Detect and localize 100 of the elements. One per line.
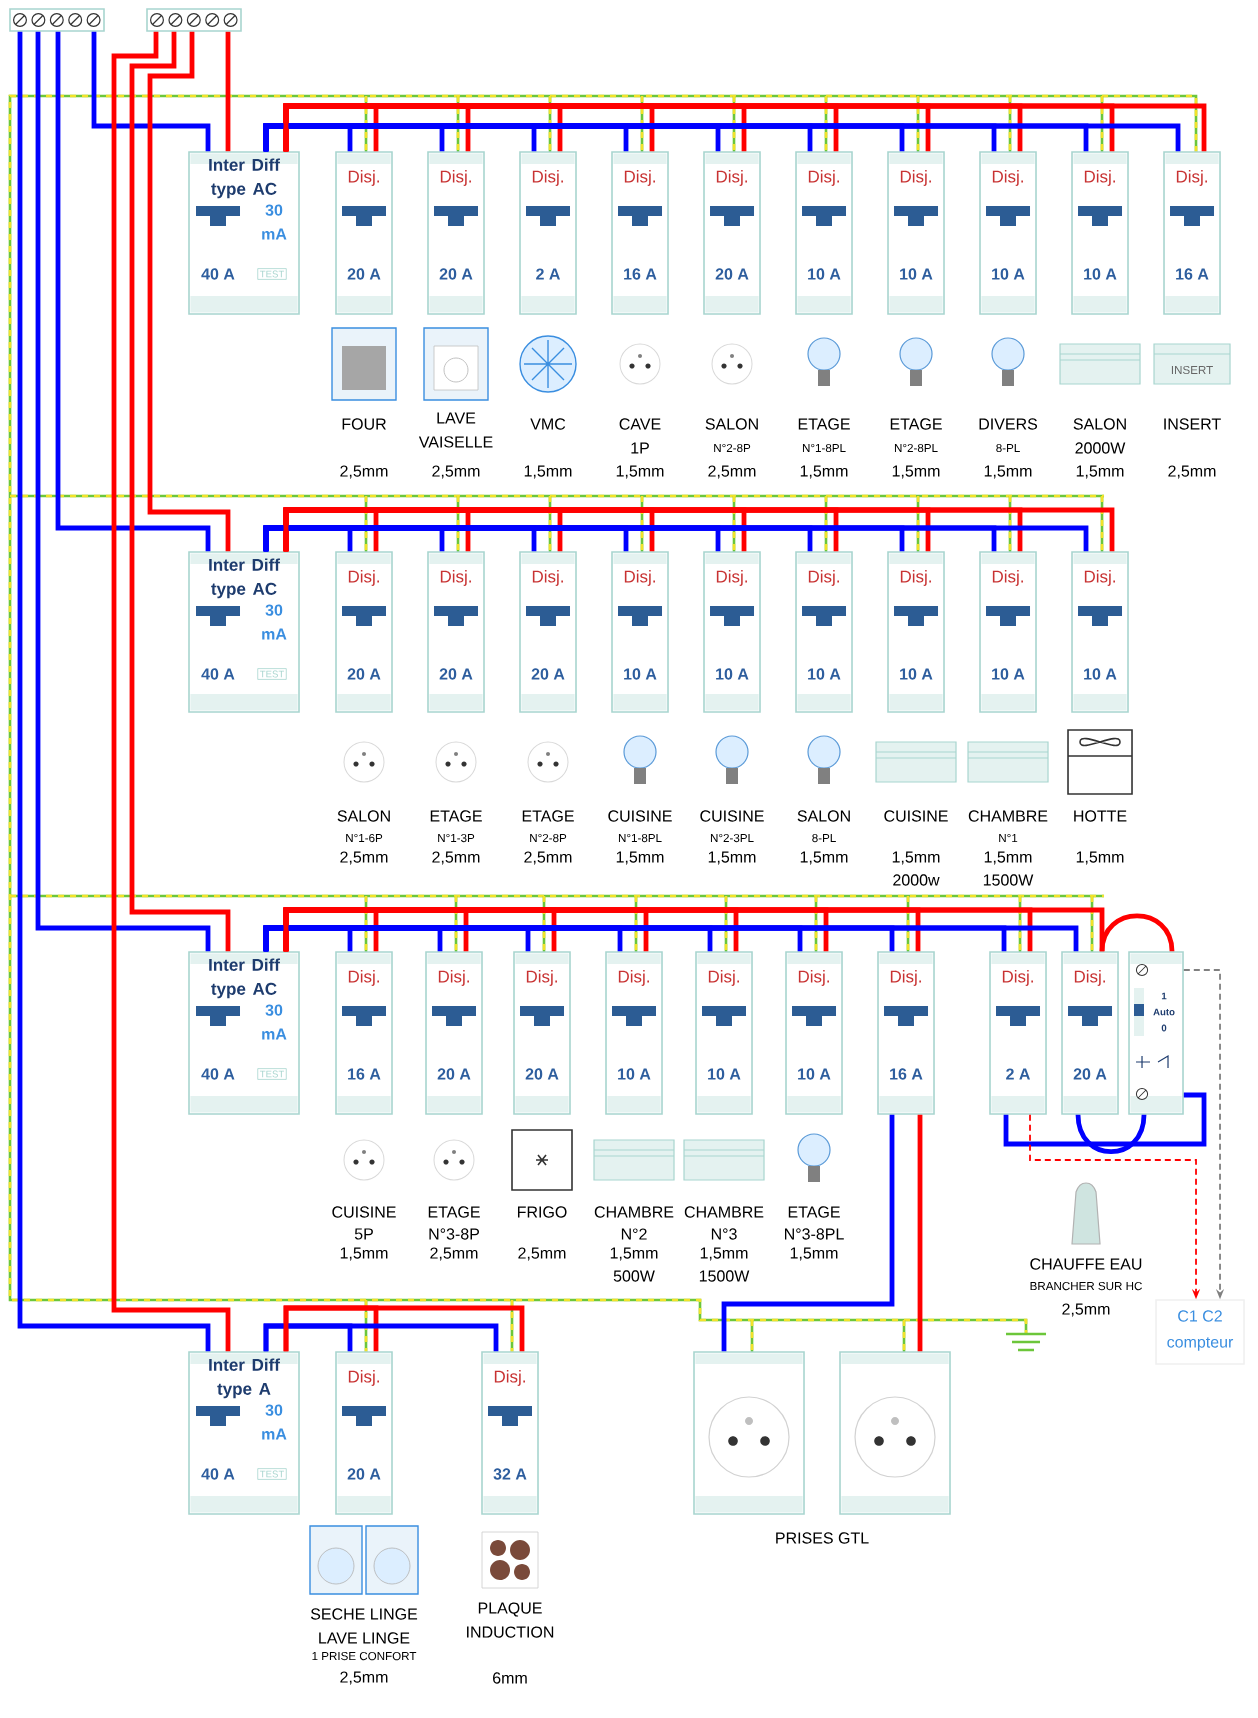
heater-label: CHAUFFE EAU <box>1030 1258 1142 1270</box>
circuit-label: 2,5mm <box>432 851 480 865</box>
circuit-breaker: Disj. 10 A <box>1071 151 1129 315</box>
circuit-label: SALON <box>705 418 758 430</box>
meter-box: C1 C2 compteur <box>1155 1299 1245 1365</box>
wire <box>1003 1092 1207 1147</box>
circuit-breaker: Disj. 10 A <box>887 151 945 315</box>
circuit-label: LAVE VAISELLE <box>418 412 493 448</box>
terminal-block <box>146 8 242 32</box>
circuit-label: 2000w <box>893 874 940 886</box>
circuit-breaker: Disj. 2 A <box>989 951 1047 1115</box>
circuit-label: 1,5mm <box>800 851 848 865</box>
circuit-label: 2,5mm <box>340 465 388 479</box>
circuit-label: 1,5mm <box>800 465 848 479</box>
circuit-breaker: Disj. 10 A <box>703 551 761 713</box>
wire <box>55 31 211 552</box>
circuit-label: 1,5mm <box>1076 851 1124 865</box>
circuit-label: 2,5mm <box>340 1671 388 1685</box>
circuit-label: 1,5mm <box>700 1247 748 1261</box>
circuit-label: CHAMBRE <box>968 810 1048 822</box>
circuit-label: 1,5mm <box>892 465 940 479</box>
circuit-label: ETAGE <box>798 418 850 430</box>
circuit-breaker: Disj. 20 A <box>335 1351 393 1515</box>
circuit-label: N°3-8PL <box>785 1228 844 1240</box>
circuit-breaker: Disj. 16 A <box>611 151 669 315</box>
circuit-label: 1500W <box>699 1270 750 1282</box>
circuit-label: CHAMBRE <box>594 1206 674 1218</box>
circuit-label: 2,5mm <box>708 465 756 479</box>
wire <box>225 31 231 152</box>
circuit-label: ETAGE <box>522 810 574 822</box>
circuit-label: 1,5mm <box>708 851 756 865</box>
circuit-label: FOUR <box>342 418 386 430</box>
circuit-label: SALON <box>337 810 390 822</box>
circuit-label: ETAGE <box>428 1206 480 1218</box>
wire <box>129 31 231 952</box>
circuit-label: 2,5mm <box>1168 465 1216 479</box>
circuit-label: 1,5mm <box>790 1247 838 1261</box>
circuit-label: 5P <box>354 1228 373 1240</box>
circuit-label: SALON <box>797 810 850 822</box>
circuit-breaker: Disj. 10 A <box>605 951 663 1115</box>
circuit-label: 1,5mm <box>524 465 572 479</box>
circuit-breaker: Disj. 10 A <box>979 151 1037 315</box>
circuit-label: 1P <box>631 442 649 454</box>
heater-label: 2,5mm <box>1062 1303 1110 1317</box>
circuit-label: CAVE <box>619 418 661 430</box>
circuit-breaker: Disj. 20 A <box>427 151 485 315</box>
circuit-label: 1,5mm <box>616 465 664 479</box>
circuit-label: 1,5mm <box>1076 465 1124 479</box>
circuit-breaker: Disj. 20 A <box>335 151 393 315</box>
circuit-label: 1,5mm <box>340 1247 388 1261</box>
wire <box>111 31 231 1352</box>
circuit-label: 1500W <box>983 874 1034 886</box>
circuit-label: ETAGE <box>788 1206 840 1218</box>
circuit-label: FRIGO <box>518 1206 567 1218</box>
circuit-label: 2,5mm <box>430 1247 478 1261</box>
circuit-label: DIVERS <box>979 418 1038 430</box>
circuit-breaker: Disj. 20 A <box>519 551 577 713</box>
circuit-breaker: Disj. 10 A <box>795 551 853 713</box>
circuit-label: 1,5mm <box>616 851 664 865</box>
circuit-label: SECHE LINGE <box>310 1608 418 1620</box>
circuit-label: CUISINE <box>700 810 764 822</box>
circuit-breaker: Disj. 20 A <box>513 951 571 1115</box>
gtl-socket <box>839 1351 951 1515</box>
circuit-label: 6mm <box>493 1672 527 1684</box>
wire <box>147 31 231 552</box>
circuit-label: 500W <box>613 1270 655 1282</box>
wire <box>917 1114 923 1352</box>
wire <box>17 31 211 1352</box>
circuit-label: N°2 <box>621 1228 647 1240</box>
circuit-label: CUISINE <box>608 810 672 822</box>
circuit-label: N°3 <box>711 1228 737 1240</box>
circuit-breaker: Disj. 20 A <box>335 551 393 713</box>
circuit-breaker: Disj. 16 A <box>335 951 393 1115</box>
circuit-label: ETAGE <box>890 418 942 430</box>
circuit-label: SALON <box>1073 418 1126 430</box>
wire <box>91 31 211 152</box>
circuit-breaker: Disj. 10 A <box>611 551 669 713</box>
wire <box>1099 913 1175 952</box>
circuit-breaker: Disj. 16 A <box>877 951 935 1115</box>
circuit-label: LAVE LINGE <box>319 1632 410 1644</box>
circuit-breaker: Disj. 20 A <box>1061 951 1119 1115</box>
wire <box>35 31 211 952</box>
circuit-breaker: Disj. 10 A <box>887 551 945 713</box>
circuit-label: 2,5mm <box>340 851 388 865</box>
circuit-label: 1,5mm <box>892 851 940 865</box>
circuit-label: VMC <box>530 418 566 430</box>
circuit-label: N°3-8P <box>429 1228 479 1240</box>
circuit-label: CHAMBRE <box>684 1206 764 1218</box>
wire <box>721 1114 895 1352</box>
circuit-label: 2,5mm <box>518 1247 566 1261</box>
circuit-breaker: Disj. 20 A <box>427 551 485 713</box>
wire <box>263 1323 499 1352</box>
terminal-block <box>9 8 105 32</box>
gtl-socket <box>693 1351 805 1515</box>
circuit-breaker: Disj. 10 A <box>785 951 843 1115</box>
circuit-breaker: Disj. 32 A <box>481 1351 539 1515</box>
circuit-breaker: Disj. 10 A <box>695 951 753 1115</box>
circuit-breaker: Disj. 10 A <box>795 151 853 315</box>
circuit-breaker: Disj. 16 A <box>1163 151 1221 315</box>
circuit-breaker: Disj. 10 A <box>1071 551 1129 713</box>
